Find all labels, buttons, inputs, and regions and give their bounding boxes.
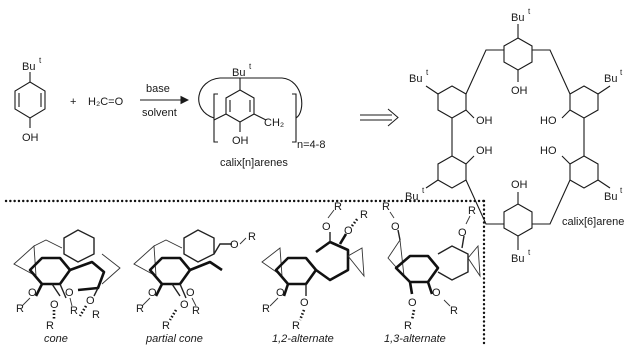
label-1-2-alternate: 1,2-alternate (272, 333, 334, 345)
calix6-bu-lower-right-sup: t (620, 186, 623, 195)
alt12-r-1: R (262, 303, 270, 315)
calix6-bu-top: Bu (511, 12, 524, 24)
label-cone: cone (44, 333, 68, 345)
cone-o-1: O (28, 287, 37, 299)
calix6arene-caption: calix[6]arene (562, 216, 624, 228)
calix6-bu-lower-right: Bu (604, 191, 617, 203)
calix6-oh-lower-left: OH (476, 145, 493, 157)
alt12-o-1: O (276, 287, 285, 299)
calix6-bu-bottom-sup: t (528, 248, 531, 257)
calix6-bu-bottom: Bu (511, 253, 524, 265)
calix6-bu-lower-left-sup: t (422, 186, 425, 195)
cone-o-4: O (86, 295, 95, 307)
reagent-oh-label: OH (22, 132, 39, 144)
alternate-1-2-conformer: O O O O R R R R (261, 201, 368, 332)
reagent-bu-label: Bu (22, 61, 35, 73)
alt13-r-3: R (404, 320, 412, 332)
label-partial-cone: partial cone (145, 333, 203, 345)
arrow-bottom-label: solvent (142, 107, 177, 119)
calix6-oh-left: OH (476, 115, 493, 127)
alternate-1-3-conformer: O O O O R R R R (382, 201, 481, 332)
alt12-o-3: O (322, 221, 331, 233)
arrow-top-label: base (146, 83, 170, 95)
partial-cone-o-4: O (230, 239, 239, 251)
alt13-o-4: O (432, 287, 441, 299)
partial-cone-o-1: O (148, 287, 157, 299)
cone-o-2: O (65, 287, 74, 299)
partial-cone-o-2: O (180, 299, 189, 311)
calix6-bu-top-sup: t (528, 7, 531, 16)
cone-r-1: R (16, 303, 24, 315)
alt12-r-3: R (334, 201, 342, 213)
tbutylphenol-structure: Bu t OH (14, 56, 46, 144)
calix6-oh-top: OH (511, 85, 528, 97)
cone-r-2: R (70, 305, 78, 317)
partial-cone-r-2: R (192, 305, 200, 317)
cone-o-3: O (50, 299, 59, 311)
plus-sign: + (70, 96, 76, 108)
calix6-bu-upper-left: Bu (409, 73, 422, 85)
alt12-r-4: R (360, 209, 368, 221)
cone-r-4: R (92, 309, 100, 321)
alt13-r-2: R (468, 205, 476, 217)
cone-conformer: O O O O R R R R (13, 229, 121, 332)
partial-cone-r-1: R (136, 303, 144, 315)
product-ch2-label: CH₂ (264, 117, 284, 129)
calixnarene-structure: Bu t OH CH₂ n=4-8 (198, 62, 325, 151)
alt12-r-2: R (292, 320, 300, 332)
product-index-label: n=4-8 (297, 139, 325, 151)
retro-arrow (360, 108, 399, 127)
alt13-r-4: R (450, 305, 458, 317)
partial-cone-r-3: R (162, 320, 170, 332)
product-oh-label: OH (232, 135, 249, 147)
product-bu-superscript: t (249, 62, 252, 71)
formaldehyde-label: H₂C=O (88, 96, 124, 108)
calix6-ho-lower-right: HO (540, 145, 557, 157)
alt12-o-2: O (300, 297, 309, 309)
alt13-o-1: O (391, 221, 400, 233)
calix6-ho-right: HO (540, 115, 557, 127)
product-bu-label: Bu (232, 67, 245, 79)
reagent-bu-superscript: t (39, 56, 42, 65)
alt13-r-1: R (382, 201, 390, 213)
partial-cone-o-3: O (186, 287, 195, 299)
cone-r-3: R (46, 320, 54, 332)
calix6arene-structure: Bu t OH Bu t Bu t OH HO OH HO OH Bu t Bu… (405, 7, 623, 265)
calix6-oh-bottom: OH (511, 179, 528, 191)
calix6-bu-upper-right: Bu (604, 73, 617, 85)
calix6-bu-upper-right-sup: t (620, 68, 623, 77)
partial-cone-conformer: O O O O R R R R (133, 229, 256, 332)
alt12-o-4: O (344, 225, 353, 237)
label-1-3-alternate: 1,3-alternate (384, 333, 446, 345)
alt13-o-3: O (408, 297, 417, 309)
alt13-o-2: O (458, 227, 467, 239)
partial-cone-r-4: R (248, 231, 256, 243)
calixnarene-caption: calix[n]arenes (220, 157, 288, 169)
calix6-bu-upper-left-sup: t (426, 68, 429, 77)
